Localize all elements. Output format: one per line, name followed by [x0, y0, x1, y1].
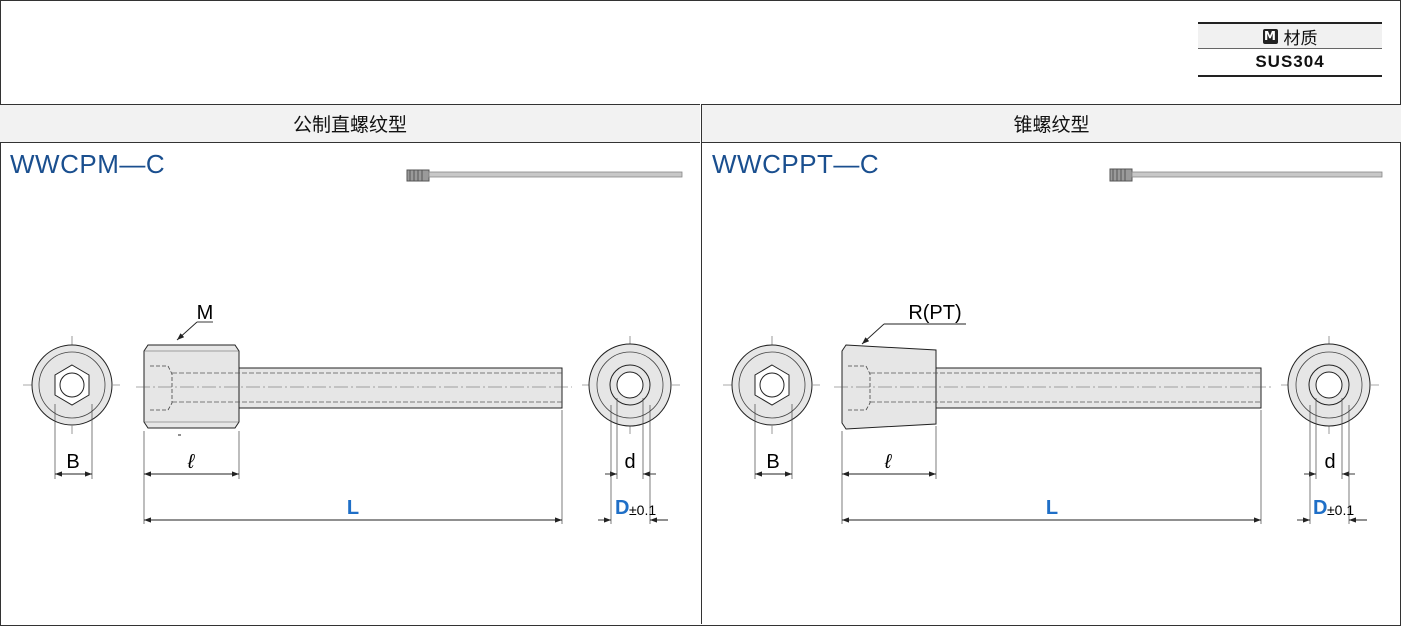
dim-D-label: D — [1313, 497, 1327, 519]
dim-d-label: d — [624, 451, 635, 473]
dim-D-tolerance: ±0.1 — [1327, 502, 1354, 518]
technical-drawing-taper: R(PT) B ℓ L d D ±0.1 — [723, 168, 1383, 524]
panel-taper-thread: 锥螺纹型 WWCPPT—C — [701, 104, 1401, 624]
material-badge: M — [1262, 28, 1278, 44]
dim-d-label: d — [1324, 451, 1335, 473]
side-view — [136, 321, 572, 524]
dim-B-label: B — [766, 451, 779, 473]
end-view-hex — [723, 336, 820, 479]
model-code: WWCPPT—C — [712, 149, 880, 179]
dim-D-tolerance: ±0.1 — [629, 502, 656, 518]
material-label: 材质 — [1283, 28, 1318, 49]
product-thumbnail — [1109, 168, 1383, 182]
panel-header: 公制直螺纹型 — [0, 104, 700, 143]
side-view — [834, 323, 1271, 524]
model-code: WWCPM—C — [10, 149, 166, 179]
dim-L-label: L — [347, 497, 359, 519]
material-value: SUS304 — [1198, 49, 1382, 77]
technical-drawing-metric: M B ℓ L d D ±0.1 — [23, 169, 683, 524]
end-view-bore — [582, 336, 680, 524]
dim-D-label: D — [615, 497, 629, 519]
dim-B-label: B — [66, 451, 79, 473]
product-thumbnail — [406, 169, 683, 182]
dim-l-label: ℓ — [884, 451, 893, 473]
end-view-bore — [1281, 336, 1379, 524]
dim-L-label: L — [1046, 497, 1058, 519]
thread-label: M — [197, 302, 214, 324]
panel-header: 锥螺纹型 — [702, 104, 1401, 143]
panel-metric-straight-thread: 公制直螺纹型 WWCPM—C — [0, 104, 700, 624]
thread-label: R(PT) — [908, 302, 961, 324]
dim-l-label: ℓ — [187, 451, 196, 473]
material-header: M 材质 — [1198, 22, 1382, 49]
material-table: M 材质 SUS304 — [1198, 22, 1382, 77]
end-view-hex — [23, 336, 120, 479]
